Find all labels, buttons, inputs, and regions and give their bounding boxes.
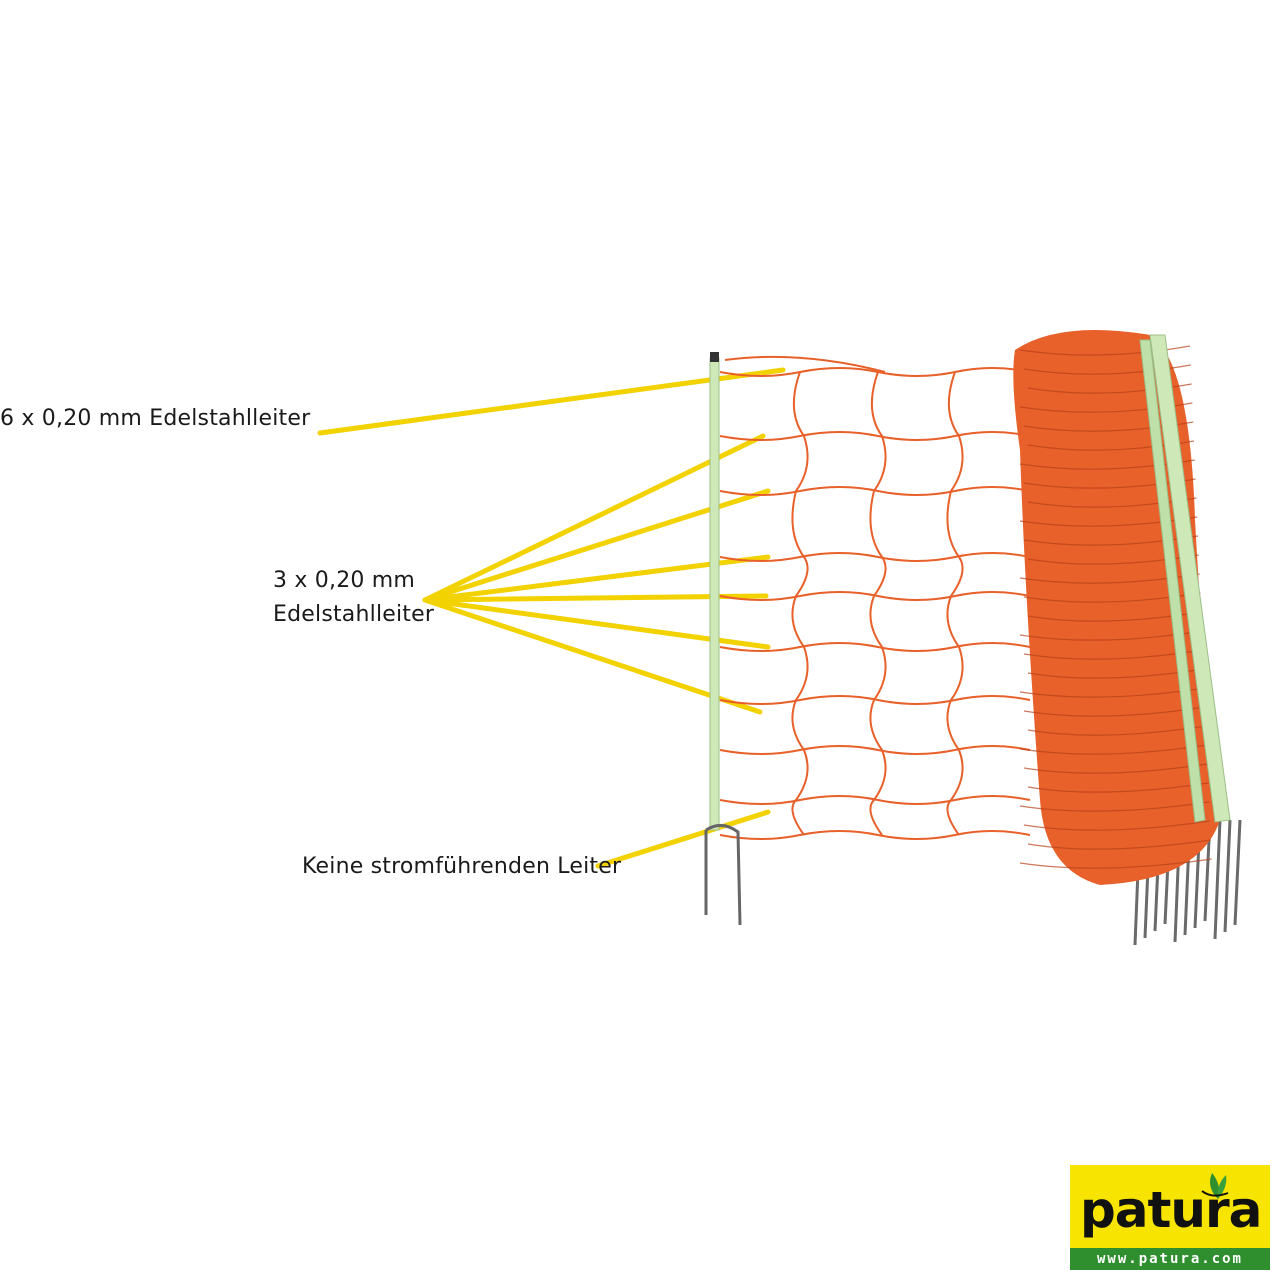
net-vertical-strand <box>946 371 964 836</box>
callout-middle-conductors-line2: Edelstahlleiter <box>273 602 435 627</box>
ground-spike <box>704 824 742 926</box>
logo-brand: patura <box>1080 1181 1262 1239</box>
net-horizontal-strand <box>719 745 1031 755</box>
net-horizontal-strand <box>719 795 1031 805</box>
callout-bottom-no-conductors: Keine stromführenden Leiter <box>302 854 622 879</box>
leader-line <box>422 593 769 603</box>
roll-pole <box>1149 334 1231 823</box>
post-rod <box>709 357 720 831</box>
leaf-icon <box>1201 1173 1229 1199</box>
ground-spike <box>1233 819 1242 926</box>
net-horizontal-strand <box>719 695 1031 705</box>
leader-line-top <box>317 367 786 436</box>
roll-strand <box>1027 554 1199 565</box>
leader-line <box>422 597 763 715</box>
roll-strand <box>1019 858 1212 869</box>
ground-spike <box>1223 819 1232 933</box>
left-post <box>704 352 742 926</box>
net-horizontal-strand <box>719 591 1031 601</box>
net-top-edge <box>724 355 886 373</box>
net-vertical-strand <box>869 371 887 836</box>
net-mesh <box>719 355 1031 840</box>
callout-middle-conductors-line1: 3 x 0,20 mm <box>273 568 416 593</box>
net-horizontal-strand <box>719 642 1031 652</box>
net-horizontal-strand <box>719 486 1031 496</box>
roll-strand <box>1023 706 1206 717</box>
logo-url: www.patura.com <box>1070 1248 1270 1270</box>
net-vertical-strand <box>791 371 809 836</box>
roll-strand <box>1019 744 1207 755</box>
roll-strand <box>1019 345 1191 356</box>
roll-strand <box>1019 801 1210 812</box>
roll-strand <box>1023 820 1211 831</box>
leader-lines <box>317 367 786 869</box>
roll-pole <box>1139 339 1206 823</box>
leader-line-bottom <box>595 809 771 869</box>
ground-spike <box>1213 819 1222 940</box>
leader-line <box>422 433 766 603</box>
rolled-net <box>1013 330 1242 946</box>
roll-strand <box>1027 782 1209 793</box>
callout-top-conductors: 6 x 0,20 mm Edelstahlleiter <box>0 406 311 431</box>
net-horizontal-strand <box>719 830 1031 840</box>
roll-strand <box>1023 763 1208 774</box>
roll-strand <box>1027 839 1211 850</box>
roll-strand <box>1023 535 1199 546</box>
roll-strand <box>1027 725 1207 736</box>
roll-strand <box>1023 364 1191 375</box>
net-horizontal-strand <box>719 552 1031 562</box>
post-cap <box>710 352 719 362</box>
patura-logo: patura www.patura.com <box>1070 1165 1270 1270</box>
net-horizontal-strand <box>719 431 1031 441</box>
